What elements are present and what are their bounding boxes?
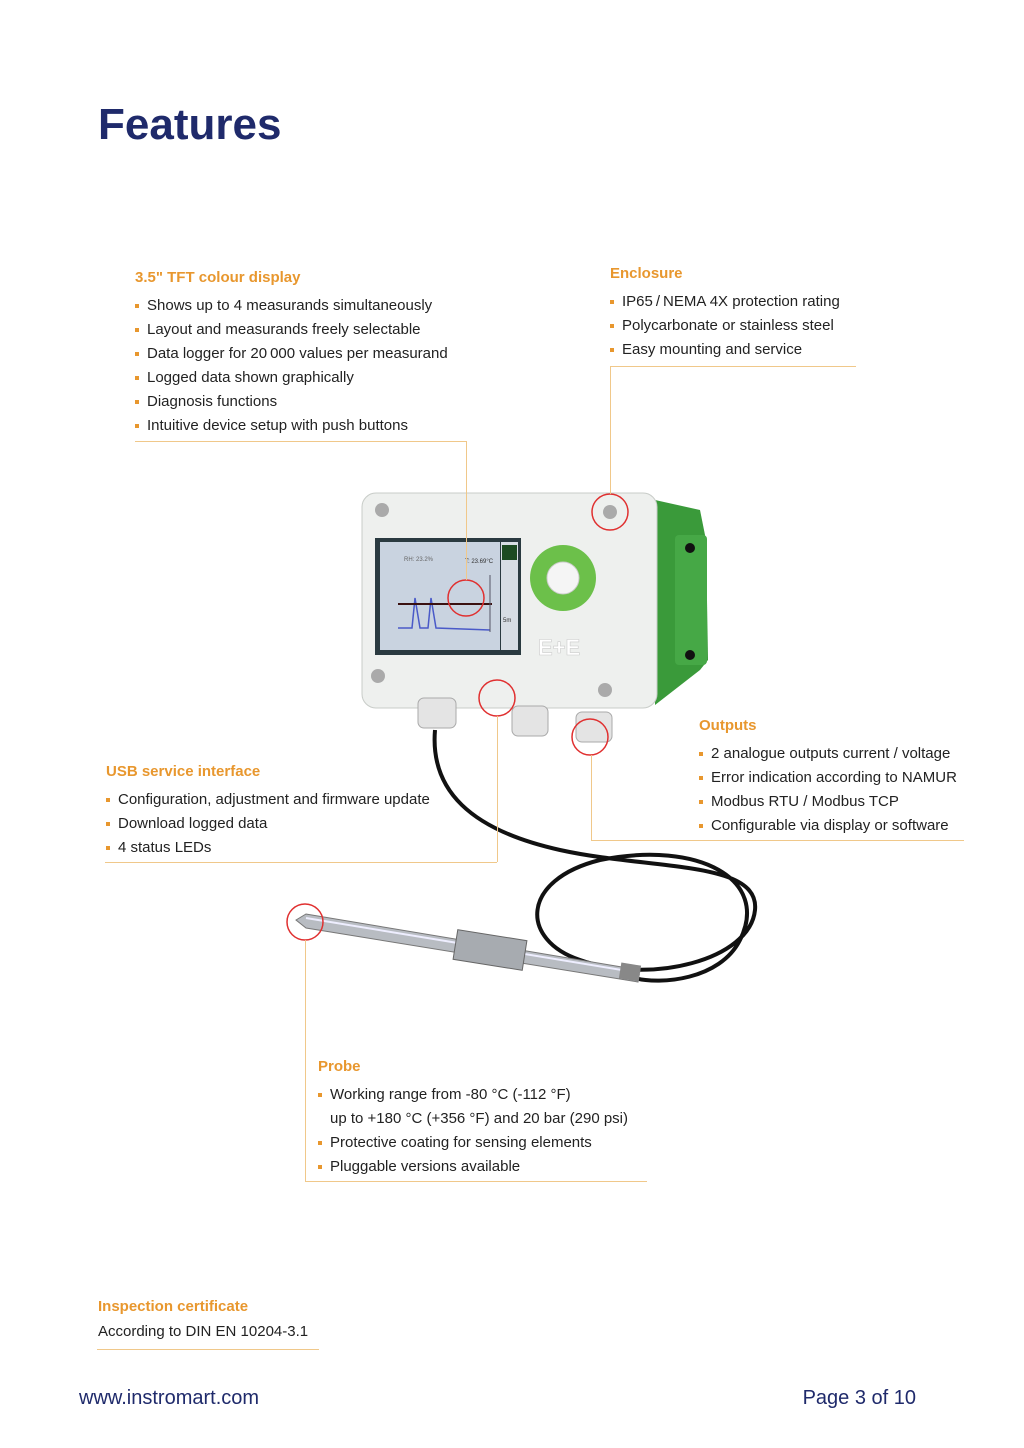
enclosure-leader-line bbox=[610, 366, 856, 367]
probe-image bbox=[295, 913, 642, 983]
list-item: Configurable via display or software bbox=[699, 814, 957, 838]
screen-rh: RH: 23.2% bbox=[404, 557, 434, 563]
list-item: Easy mounting and service bbox=[610, 338, 840, 362]
outputs-heading: Outputs bbox=[699, 717, 757, 734]
list-item: Logged data shown graphically bbox=[135, 366, 448, 390]
enclosure-feature-block: Enclosure IP65 / NEMA 4X protection rati… bbox=[610, 265, 840, 362]
probe-heading: Probe bbox=[318, 1058, 361, 1075]
list-item-continuation: up to +180 °C (+356 °F) and 20 bar (290 … bbox=[330, 1110, 629, 1127]
list-item: Error indication according to NAMUR bbox=[699, 766, 957, 790]
outputs-feature-block: Outputs 2 analogue outputs current / vol… bbox=[699, 717, 957, 838]
outputs-leader-line-v bbox=[591, 755, 592, 840]
list-item: 2 analogue outputs current / voltage bbox=[699, 742, 957, 766]
list-item: Diagnosis functions bbox=[135, 390, 448, 414]
inspection-block: Inspection certificate According to DIN … bbox=[98, 1298, 308, 1340]
list-item: Shows up to 4 measurands simultaneously bbox=[135, 294, 448, 318]
tft-heading: 3.5" TFT colour display bbox=[135, 269, 301, 286]
list-item: 4 status LEDs bbox=[106, 836, 430, 860]
list-item: Configuration, adjustment and firmware u… bbox=[106, 788, 430, 812]
usb-leader-line bbox=[105, 862, 497, 863]
list-item: Pluggable versions available bbox=[318, 1155, 628, 1179]
enclosure-leader-line-v bbox=[610, 366, 611, 494]
usb-heading: USB service interface bbox=[106, 763, 261, 780]
usb-feature-block: USB service interface Configuration, adj… bbox=[106, 763, 430, 860]
list-item: Polycarbonate or stainless steel bbox=[610, 314, 840, 338]
list-item: IP65 / NEMA 4X protection rating bbox=[610, 290, 840, 314]
transmitter-image bbox=[361, 492, 708, 743]
probe-leader-line bbox=[305, 1181, 647, 1182]
page-number: Page 3 of 10 bbox=[802, 1387, 916, 1409]
screen-temperature: T: 23.69°C bbox=[465, 559, 494, 565]
probe-leader-line-v bbox=[305, 940, 306, 1181]
list-item: Intuitive device setup with push buttons bbox=[135, 414, 448, 438]
outputs-leader-line bbox=[591, 840, 964, 841]
page-title: Features bbox=[98, 100, 282, 149]
tft-leader-line bbox=[135, 441, 466, 442]
list-item: Working range from -80 °C (-112 °F) bbox=[318, 1083, 628, 1107]
inspection-underline bbox=[97, 1349, 319, 1350]
brand-logo: E+E bbox=[538, 635, 580, 660]
list-item: Data logger for 20 000 values per measur… bbox=[135, 342, 448, 366]
tft-leader-line-v bbox=[466, 441, 467, 580]
probe-feature-block: Probe Working range from -80 °C (-112 °F… bbox=[318, 1058, 628, 1179]
list-item: Modbus RTU / Modbus TCP bbox=[699, 790, 957, 814]
list-item: Protective coating for sensing elements bbox=[318, 1131, 628, 1155]
list-item: Layout and measurands freely selectable bbox=[135, 318, 448, 342]
usb-leader-line-v bbox=[497, 716, 498, 862]
list-item: Download logged data bbox=[106, 812, 430, 836]
tft-feature-block: 3.5" TFT colour display Shows up to 4 me… bbox=[135, 269, 448, 438]
inspection-text: According to DIN EN 10204-3.1 bbox=[98, 1323, 309, 1340]
screen-interval: 5m bbox=[503, 618, 511, 624]
inspection-heading: Inspection certificate bbox=[98, 1298, 249, 1315]
website-link[interactable]: www.instromart.com bbox=[79, 1387, 260, 1409]
enclosure-heading: Enclosure bbox=[610, 265, 683, 282]
